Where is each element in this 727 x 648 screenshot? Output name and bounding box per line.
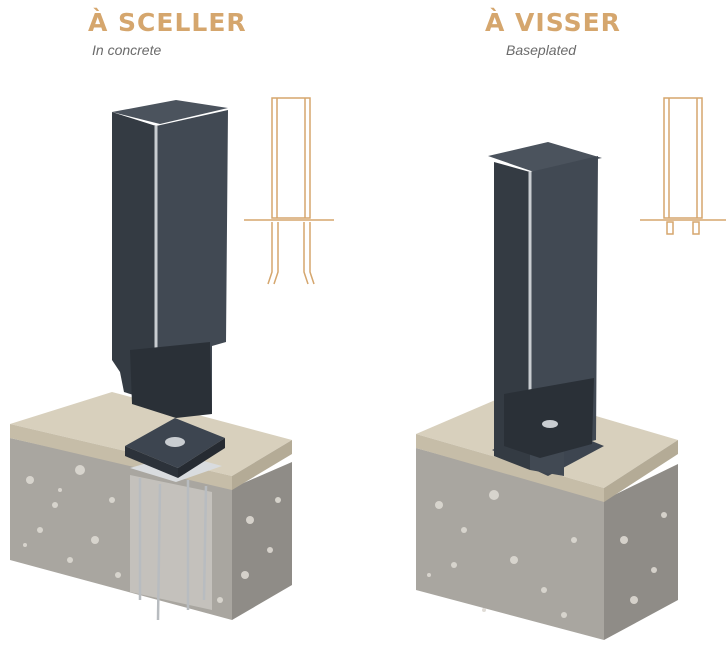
paving-side-edge	[604, 440, 678, 502]
concrete-block-side	[232, 462, 292, 620]
post-cap	[488, 142, 602, 172]
paving-front-edge	[416, 434, 604, 502]
paving-side-edge	[232, 440, 292, 490]
gravel-texture	[23, 465, 281, 603]
baseplate-diagram-icon	[640, 97, 726, 235]
panel-subtitle: Baseplated	[506, 42, 577, 58]
gravel-texture	[427, 490, 667, 618]
bollard-baseplated-icon	[416, 97, 726, 640]
panel-title: À SCELLER	[88, 8, 247, 37]
post-access-opening	[130, 342, 212, 418]
concrete-block-front	[416, 448, 604, 640]
anchor-diagram-icon	[244, 97, 334, 285]
panel-in-concrete: À SCELLER In concrete	[10, 8, 334, 621]
anchor-rods	[138, 478, 208, 621]
post-cap	[112, 100, 228, 124]
post-left-face	[112, 112, 156, 402]
panel-title: À VISSER	[485, 8, 621, 37]
post-right-face	[156, 110, 228, 412]
concrete-block-side	[604, 464, 678, 640]
panel-subtitle: In concrete	[92, 42, 162, 58]
panel-baseplated: À VISSER Baseplated	[364, 0, 727, 648]
cutaway-hole	[130, 475, 212, 610]
bollard-with-anchor-base-icon	[10, 97, 334, 621]
post-access-opening	[504, 378, 594, 458]
